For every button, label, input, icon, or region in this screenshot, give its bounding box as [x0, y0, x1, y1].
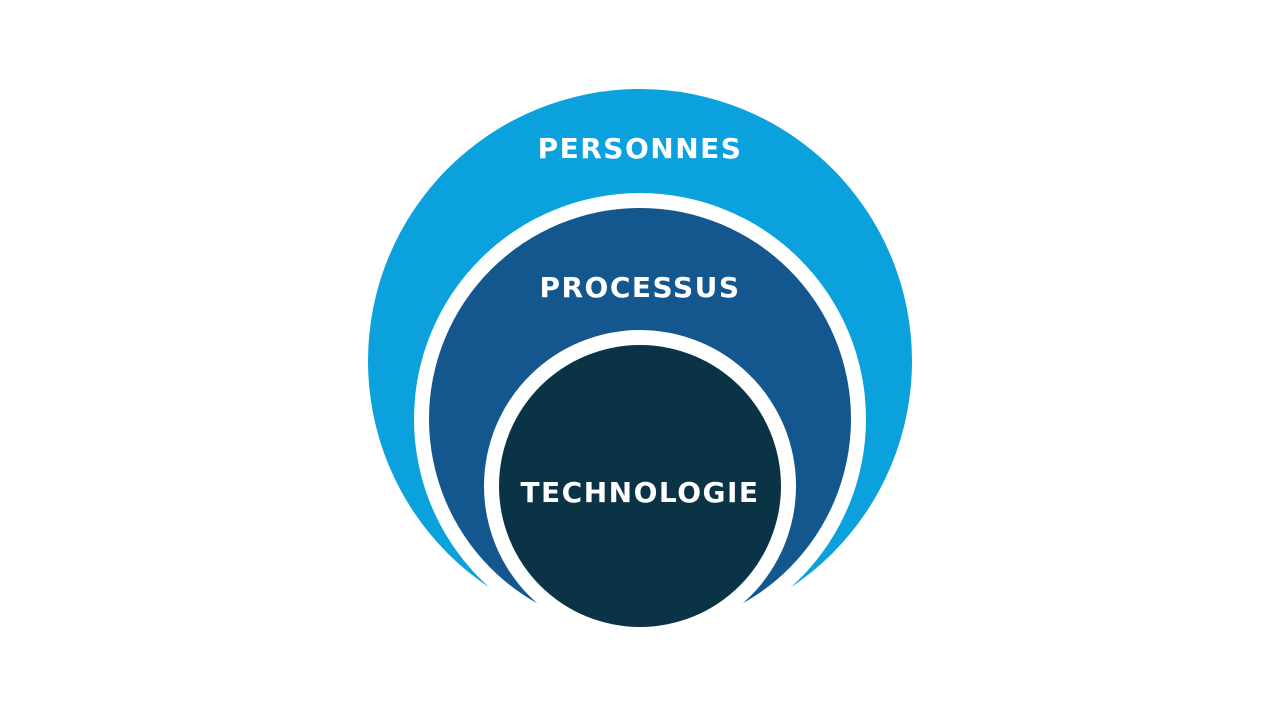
- technologie-circle: [499, 345, 781, 627]
- technologie-label: TECHNOLOGIE: [520, 476, 760, 509]
- personnes-label: PERSONNES: [537, 132, 743, 165]
- processus-label: PROCESSUS: [539, 271, 741, 304]
